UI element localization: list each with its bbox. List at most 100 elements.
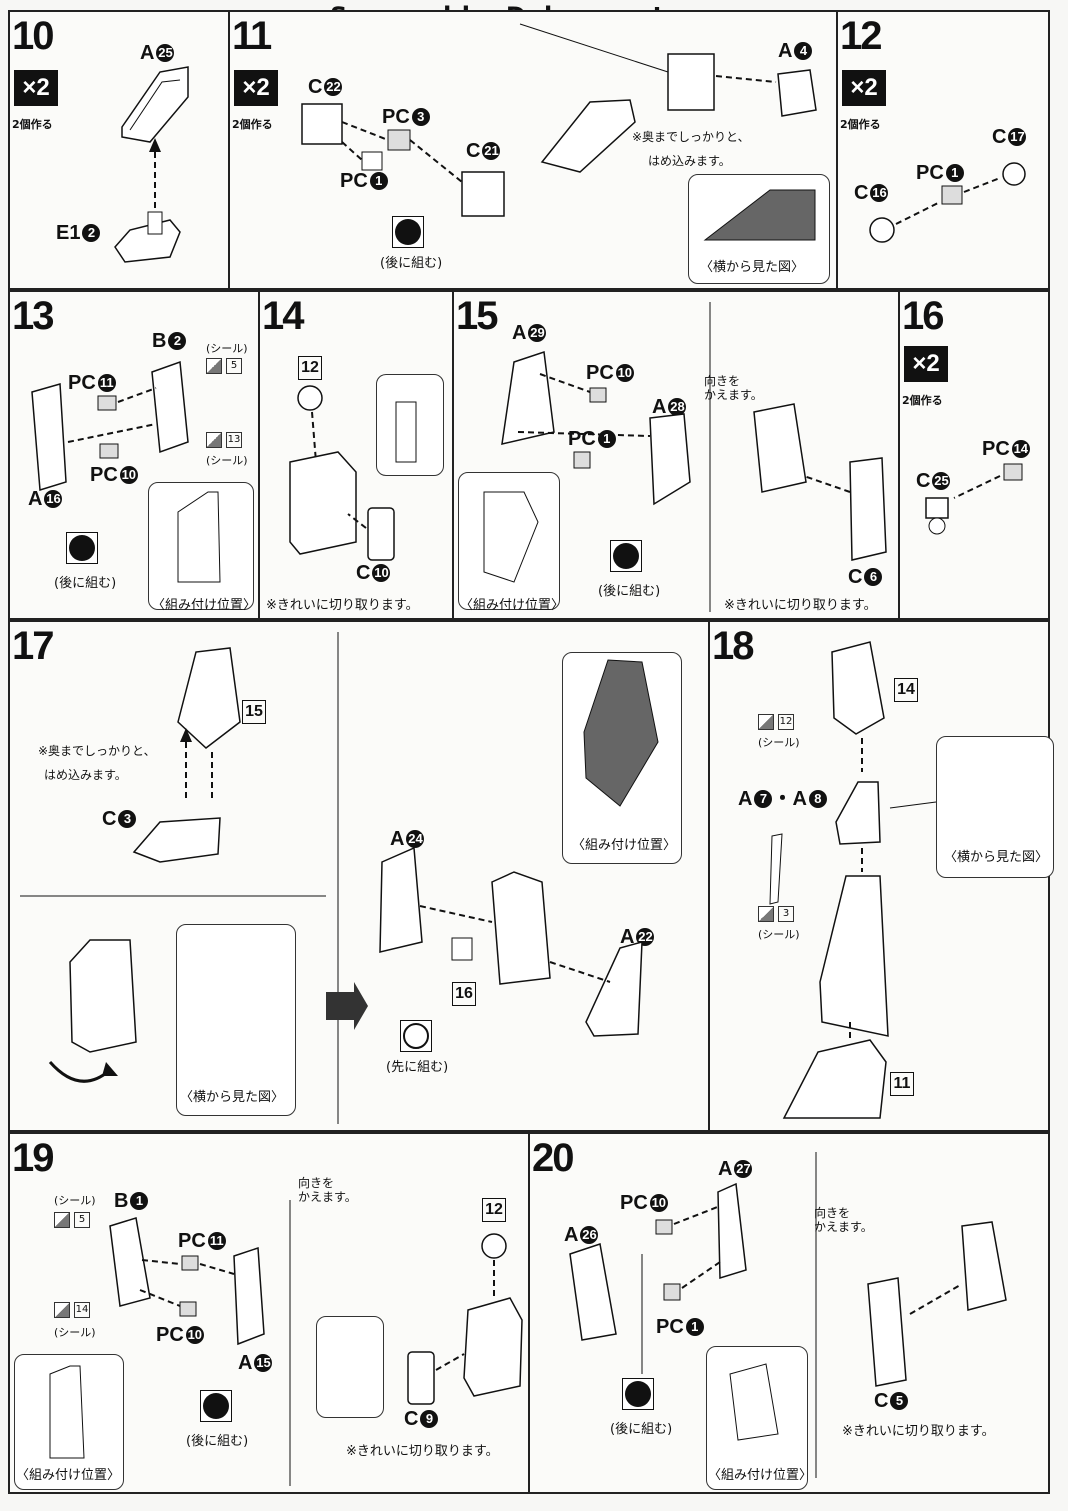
step-11-diagram [301, 23, 817, 241]
side-view-caption: 〈横から見た図〉 [180, 1090, 285, 1105]
sticker-3: (シール) [758, 928, 800, 941]
position-caption: 〈組み付け位置〉 [572, 838, 677, 853]
assemble-later-marker [610, 540, 642, 572]
assemble-later-caption: (後に組む) [186, 1434, 249, 1449]
multiplier-caption: 2個作る [12, 118, 53, 131]
detail-inset [316, 1316, 384, 1418]
sticker-13-ref: 13 [206, 432, 242, 448]
assemble-later-caption: (後に組む) [380, 256, 443, 271]
step-16-diagram [925, 463, 1023, 535]
position-caption: 〈組み付け位置〉 [708, 1468, 813, 1483]
step-ref-15: 15 [242, 700, 266, 724]
sticker-14: (シール) [54, 1326, 96, 1339]
turn-note-2: かえます。 [814, 1220, 873, 1234]
assemble-later-marker [200, 1390, 232, 1422]
cut-note: ※きれいに切り取ります。 [266, 598, 419, 613]
multiplier-badge: ×2 [234, 70, 278, 106]
sticker-5-ref: 5 [54, 1212, 90, 1228]
turn-note: 向きを [298, 1176, 335, 1190]
side-view-caption: 〈横から見た図〉 [944, 850, 1049, 865]
position-caption: 〈組み付け位置〉 [460, 598, 565, 613]
step-number: 10 [12, 14, 54, 58]
side-view-inset [936, 736, 1054, 878]
sticker-5: (シール) [206, 342, 248, 355]
step-number: 17 [12, 624, 54, 668]
insert-note: ※奥までしっかりと、 [38, 744, 156, 758]
multiplier-caption: 2個作る [840, 118, 881, 131]
multiplier-caption: 2個作る [232, 118, 273, 131]
sticker-12-ref: 12 [758, 714, 794, 730]
step-number: 20 [532, 1136, 574, 1180]
sticker-3-ref: 3 [758, 906, 794, 922]
step-number: 18 [712, 624, 754, 668]
step-ref-12: 12 [298, 356, 322, 380]
step-17-diagram [20, 632, 659, 1124]
side-view-caption: 〈横から見た図〉 [700, 260, 805, 275]
insert-note: ※奥までしっかりと、 [632, 130, 750, 144]
step-10-diagram [114, 66, 189, 263]
step-number: 13 [12, 294, 54, 338]
position-caption: 〈組み付け位置〉 [152, 598, 257, 613]
step-12-diagram [869, 162, 1026, 243]
step-18-diagram [769, 641, 937, 1119]
turn-note-2: かえます。 [298, 1190, 357, 1204]
assemble-first-marker [400, 1020, 432, 1052]
step-number: 19 [12, 1136, 54, 1180]
position-caption: 〈組み付け位置〉 [16, 1468, 121, 1483]
assemble-later-marker [622, 1378, 654, 1410]
multiplier-caption: 2個作る [902, 394, 943, 407]
step-number: 15 [456, 294, 498, 338]
step-number: 16 [902, 294, 944, 338]
turn-note: 向きを [814, 1206, 851, 1220]
cut-note: ※きれいに切り取ります。 [842, 1424, 995, 1439]
assemble-later-caption: (後に組む) [54, 576, 117, 591]
cut-note: ※きれいに切り取ります。 [346, 1444, 499, 1459]
turn-note: 向きを [704, 374, 741, 388]
sticker-13: (シール) [206, 454, 248, 467]
sticker-5-ref: 5 [206, 358, 242, 374]
multiplier-badge: ×2 [904, 346, 948, 382]
step-number: 11 [232, 14, 272, 58]
step-14-diagram [289, 385, 417, 561]
step-15-diagram [483, 302, 887, 612]
multiplier-badge: ×2 [14, 70, 58, 106]
step-13-diagram [31, 360, 221, 583]
assemble-later-caption: (後に組む) [598, 584, 661, 599]
sticker-5: (シール) [54, 1194, 96, 1207]
multiplier-badge: ×2 [842, 70, 886, 106]
step-19-diagram [49, 1200, 523, 1486]
